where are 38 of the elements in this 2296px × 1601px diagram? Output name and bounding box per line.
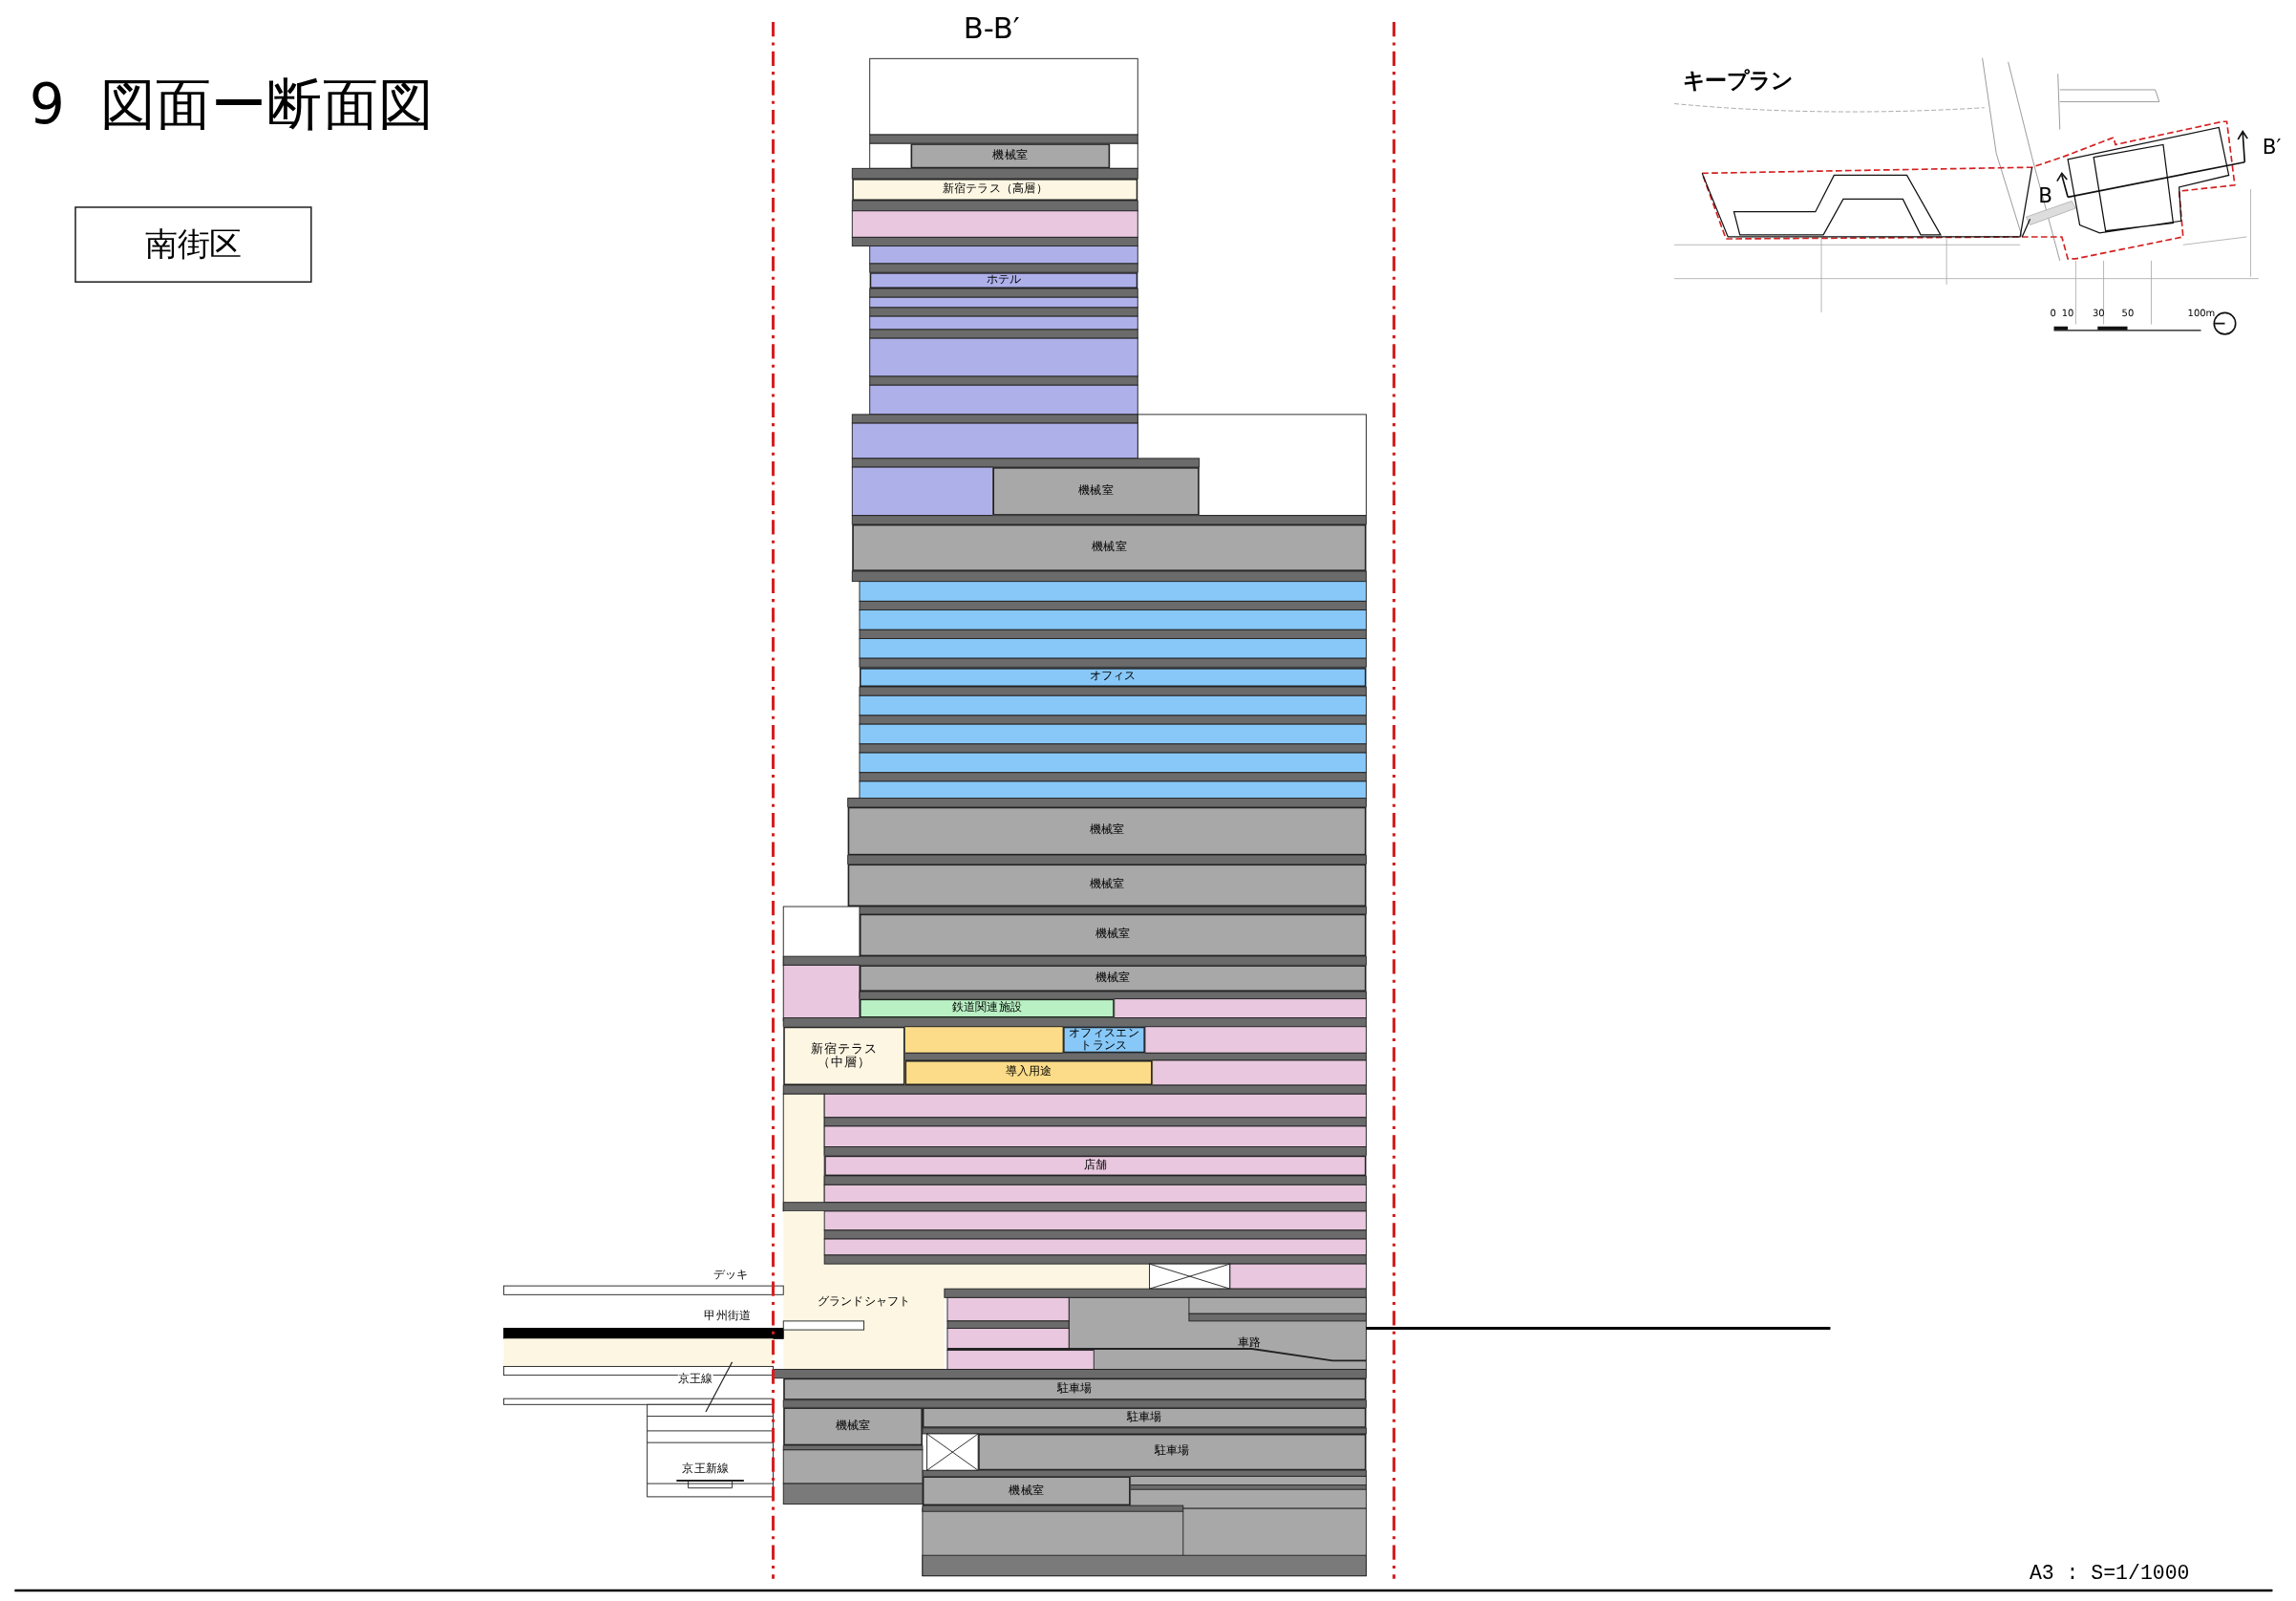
rail-label: 京王線 bbox=[677, 1374, 713, 1386]
room-band: 機械室 bbox=[783, 1407, 923, 1446]
page-title: 9 図面ー断面図 bbox=[29, 75, 435, 132]
scale-note: A3 : S=1/1000 bbox=[2029, 1562, 2190, 1584]
room-band: 新宿テラス（高層） bbox=[852, 179, 1138, 202]
scale-number: 10 bbox=[2061, 309, 2074, 319]
road-label: 車路 bbox=[1237, 1336, 1262, 1350]
room-band: 新宿テラス（中層） bbox=[783, 1026, 905, 1086]
room-band: オフィスエントランス bbox=[1063, 1026, 1145, 1054]
scale-number: 0 bbox=[2050, 309, 2056, 319]
street-label: 甲州街道 bbox=[704, 1311, 752, 1323]
room-band: 導入用途 bbox=[904, 1060, 1153, 1086]
room-band: 駐車場 bbox=[922, 1407, 1367, 1428]
room-band: 機械室 bbox=[852, 523, 1367, 571]
section-mark-label: B′ bbox=[2262, 136, 2282, 158]
scale-number: 30 bbox=[2092, 309, 2105, 319]
room-band: 機械室 bbox=[859, 965, 1367, 992]
room-band: 鉄道関連施設 bbox=[859, 998, 1115, 1018]
room-band: 駐車場 bbox=[783, 1377, 1367, 1400]
section-mark-label: B-B′ bbox=[963, 12, 1020, 43]
scale-number: 100m bbox=[2187, 309, 2216, 319]
rail-label: 京王新線 bbox=[682, 1462, 730, 1475]
key-plan-heading: キープラン bbox=[1682, 70, 1793, 93]
room-band: 機械室 bbox=[859, 913, 1367, 957]
section-mark-label: B bbox=[2038, 184, 2052, 205]
shaft-label: グランドシャフト bbox=[817, 1295, 911, 1309]
room-band: 店舗 bbox=[824, 1155, 1367, 1177]
room-band: 駐車場 bbox=[978, 1433, 1367, 1471]
room-band: 機械室 bbox=[910, 143, 1111, 169]
room-band: 機械室 bbox=[922, 1476, 1131, 1506]
scale-number: 50 bbox=[2121, 309, 2135, 319]
deck-label: デッキ bbox=[712, 1270, 749, 1282]
room-band: ホテル bbox=[869, 272, 1138, 289]
room-band: オフィス bbox=[859, 667, 1367, 688]
room-band: 機械室 bbox=[847, 806, 1367, 856]
room-band: 機械室 bbox=[847, 864, 1367, 907]
district-box: 南街区 bbox=[74, 206, 312, 283]
room-band: 機械室 bbox=[992, 467, 1200, 516]
